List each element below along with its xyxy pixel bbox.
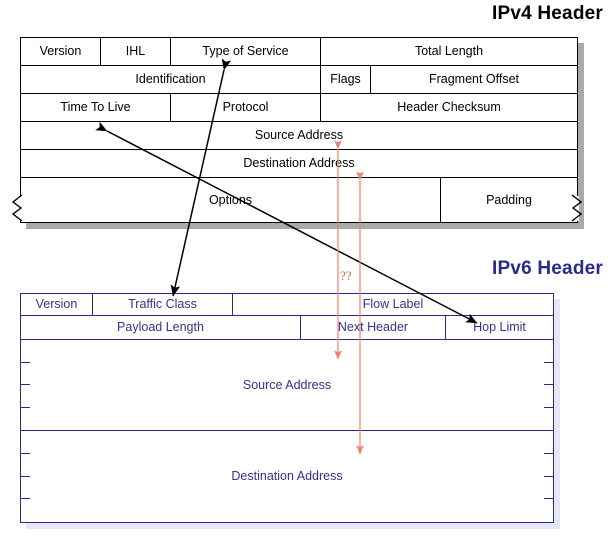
ipv6-field-version: Version — [21, 294, 93, 315]
ipv6-field-payload-length: Payload Length — [21, 316, 301, 339]
ipv4-field-ihl: IHL — [101, 38, 171, 65]
ipv6-row-1: Version Traffic Class Flow Label — [21, 294, 553, 316]
ipv4-field-total-length: Total Length — [414, 44, 484, 59]
ipv6-row-4: Destination Address — [21, 431, 553, 522]
ipv6-dest-tick-left-2 — [21, 476, 30, 477]
ipv6-dest-tick-right-3 — [544, 498, 553, 499]
ipv4-field-source-address: Source Address — [254, 128, 344, 143]
ipv4-row-2: Identification Flags Fragment Offset — [21, 66, 577, 94]
ipv4-field-flags: Flags — [321, 66, 371, 93]
ipv4-field-type-of-service: Type of Service — [171, 38, 321, 65]
ipv6-source-tick-right-2 — [544, 384, 553, 385]
ipv6-field-traffic-class: Traffic Class — [93, 294, 233, 315]
ipv4-row-1: Version IHL Type of Service Total Length — [21, 38, 577, 66]
ipv6-row-2: Payload Length Next Header Hop Limit — [21, 316, 553, 340]
ipv6-header-title: IPv6 Header — [492, 258, 603, 279]
ipv4-header-table: Version IHL Type of Service Total Length… — [20, 37, 578, 223]
ipv6-row-3: Source Address — [21, 340, 553, 431]
ipv6-source-tick-right-1 — [544, 362, 553, 363]
ipv4-field-destination-address: Destination Address — [243, 156, 355, 171]
ipv6-field-destination-address: Destination Address — [231, 469, 343, 484]
ipv4-field-padding: Padding — [486, 192, 532, 207]
question-mark-label: ?? — [340, 268, 352, 283]
ipv6-header-table: Version Traffic Class Flow Label Payload… — [20, 293, 554, 523]
ipv6-field-hop-limit: Hop Limit — [473, 320, 526, 335]
ipv4-field-protocol: Protocol — [171, 94, 321, 121]
ipv4-row-4: Source Address — [21, 122, 577, 150]
ipv4-field-time-to-live: Time To Live — [21, 94, 171, 121]
ipv4-field-header-checksum: Header Checksum — [397, 100, 501, 115]
ipv6-dest-tick-left-3 — [21, 498, 30, 499]
ipv6-field-source-address: Source Address — [242, 377, 332, 392]
ipv6-source-tick-left-1 — [21, 362, 30, 363]
ipv6-dest-tick-left-1 — [21, 453, 30, 454]
ipv4-row-6: Options Padding — [21, 178, 577, 222]
ipv6-field-flow-label: Flow Label — [362, 297, 424, 312]
ipv6-source-tick-right-3 — [544, 407, 553, 408]
truncation-zigzag-right-icon — [571, 194, 583, 222]
ipv4-field-identification: Identification — [21, 66, 321, 93]
ipv4-header-title: IPv4 Header — [492, 3, 603, 24]
ipv6-source-tick-left-3 — [21, 407, 30, 408]
ipv4-field-fragment-offset: Fragment Offset — [428, 72, 520, 87]
truncation-zigzag-left-icon — [11, 194, 23, 222]
ipv4-row-5: Destination Address — [21, 150, 577, 178]
ipv6-dest-tick-right-2 — [544, 476, 553, 477]
ipv6-dest-tick-right-1 — [544, 453, 553, 454]
zigzag-mask-right — [576, 196, 579, 221]
ipv4-field-version: Version — [21, 38, 101, 65]
ipv4-row-3: Time To Live Protocol Header Checksum — [21, 94, 577, 122]
ipv4-field-options: Options — [21, 178, 441, 222]
ipv6-source-tick-left-2 — [21, 384, 30, 385]
ipv6-field-next-header: Next Header — [301, 316, 446, 339]
